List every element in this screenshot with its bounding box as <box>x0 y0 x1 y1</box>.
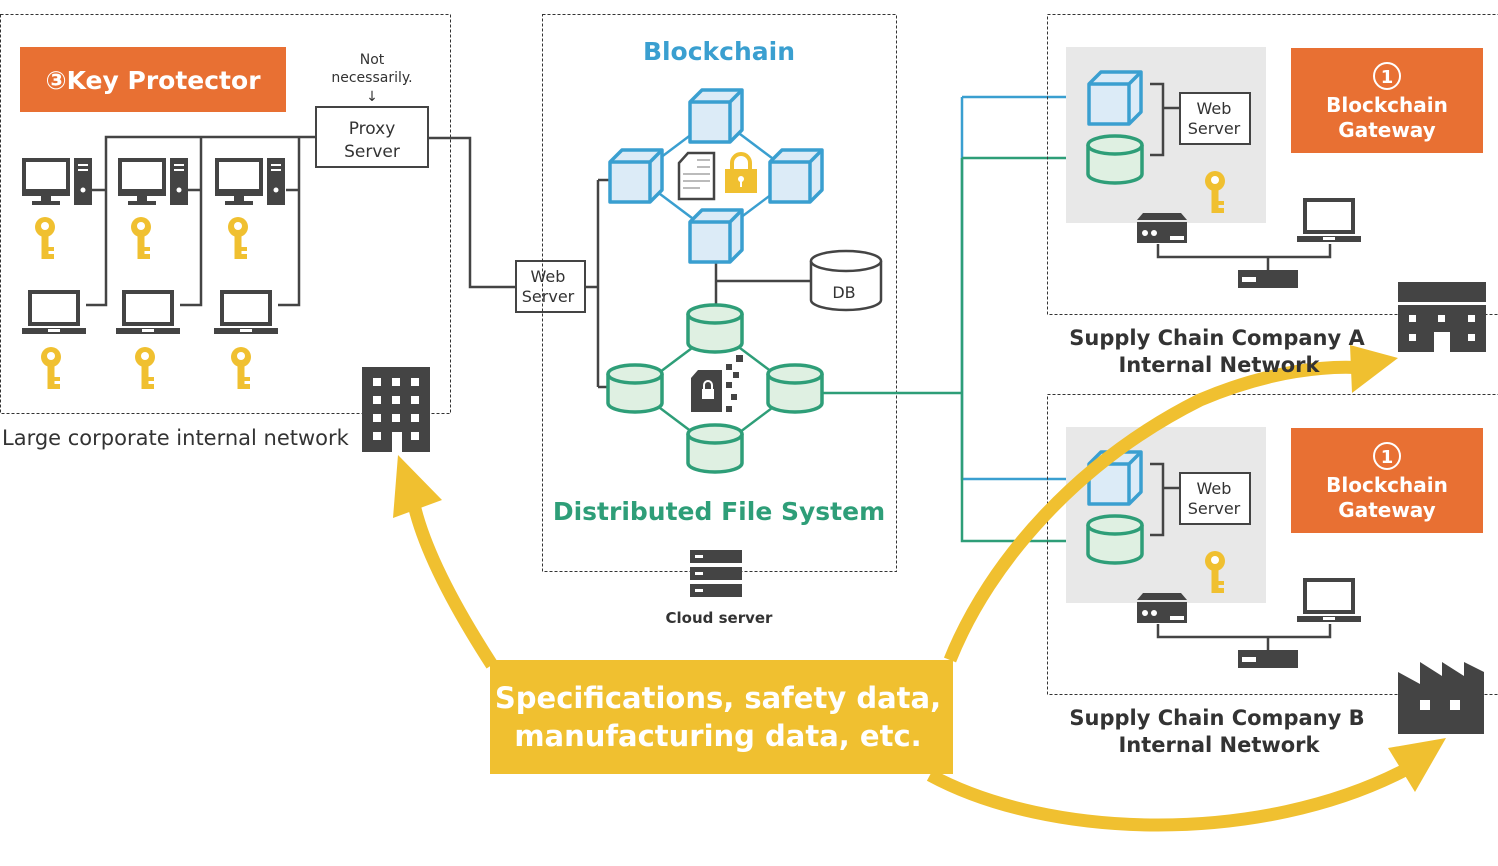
key-protector-badge <box>20 47 286 112</box>
company-b-boundary <box>1047 394 1498 695</box>
key-icon <box>228 217 248 259</box>
company-b-label: Internal Network <box>1118 733 1320 757</box>
storage-node-icon <box>766 363 824 414</box>
desktop-computer-icon <box>215 158 285 205</box>
block-icon <box>688 88 744 144</box>
factory-icon <box>1398 662 1484 734</box>
key-icon <box>41 347 61 389</box>
blockchain-title: Blockchain <box>643 37 795 66</box>
data-flow-arrows <box>405 360 1408 832</box>
left-network-label: Large corporate internal network <box>2 426 350 450</box>
laptop-icon <box>214 290 278 334</box>
storage-node-icon <box>686 303 744 354</box>
block-icon <box>768 148 824 204</box>
blockchain-gateway-badge <box>1291 48 1483 153</box>
fragmented-file-lock-icon <box>691 355 743 412</box>
shared-data-callout <box>490 660 953 774</box>
web-server-label: Web <box>531 267 566 286</box>
laptop-icon <box>22 290 86 334</box>
note-text: necessarily. <box>331 70 412 86</box>
key-protector-label: ③Key Protector <box>45 66 261 95</box>
storage-node-icon <box>686 423 744 474</box>
database-icon <box>809 249 883 312</box>
block-icon <box>688 208 744 264</box>
dfs-title: Distributed File System <box>553 497 885 526</box>
left-network-links <box>86 135 316 307</box>
proxy-label: Server <box>344 142 400 162</box>
proxy-label: Proxy <box>349 119 396 139</box>
key-icon <box>135 347 155 389</box>
web-server-label: Server <box>1188 119 1241 138</box>
laptop-icon <box>116 290 180 334</box>
callout-text: Specifications, safety data, <box>495 681 941 715</box>
web-server-label: Server <box>1188 499 1241 518</box>
cloud-server-label: Cloud server <box>666 609 774 627</box>
note-arrow-icon: ↓ <box>366 89 378 105</box>
company-b-label: Supply Chain Company B <box>1069 706 1364 730</box>
gateway-number: 1 <box>1381 67 1394 88</box>
web-server-label: Server <box>522 287 575 306</box>
office-building-icon <box>362 367 430 452</box>
db-label: DB <box>832 283 855 302</box>
left-network-boundary <box>0 14 451 414</box>
key-icon <box>231 347 251 389</box>
web-server-label: Web <box>1197 99 1232 118</box>
web-server-box <box>515 260 586 313</box>
company-building-icon <box>1398 282 1486 352</box>
note-text: Not <box>360 52 385 68</box>
hash-document-icon <box>677 151 716 201</box>
key-icon <box>131 217 151 259</box>
storage-node-icon <box>606 363 664 414</box>
gateway-label: Blockchain <box>1326 93 1448 117</box>
arrowhead-icons <box>393 345 1446 792</box>
cloud-server-icon <box>690 550 742 597</box>
gateway-label: Blockchain <box>1326 473 1448 497</box>
desktop-computer-icon <box>22 158 92 205</box>
lock-icon <box>725 152 757 193</box>
gateway-label: Gateway <box>1338 118 1435 142</box>
gateway-number: 1 <box>1381 447 1394 468</box>
blockchain-gateway-badge <box>1291 428 1483 533</box>
company-a-label: Internal Network <box>1118 353 1320 377</box>
proxy-server-box <box>315 106 429 168</box>
gateway-label: Gateway <box>1338 498 1435 522</box>
callout-text: manufacturing data, etc. <box>514 719 921 753</box>
desktop-computer-icon <box>118 158 188 205</box>
key-icon <box>35 217 55 259</box>
block-icon <box>608 148 664 204</box>
company-a-boundary <box>1047 14 1498 315</box>
web-server-label: Web <box>1197 479 1232 498</box>
company-a-label: Supply Chain Company A <box>1069 326 1365 350</box>
